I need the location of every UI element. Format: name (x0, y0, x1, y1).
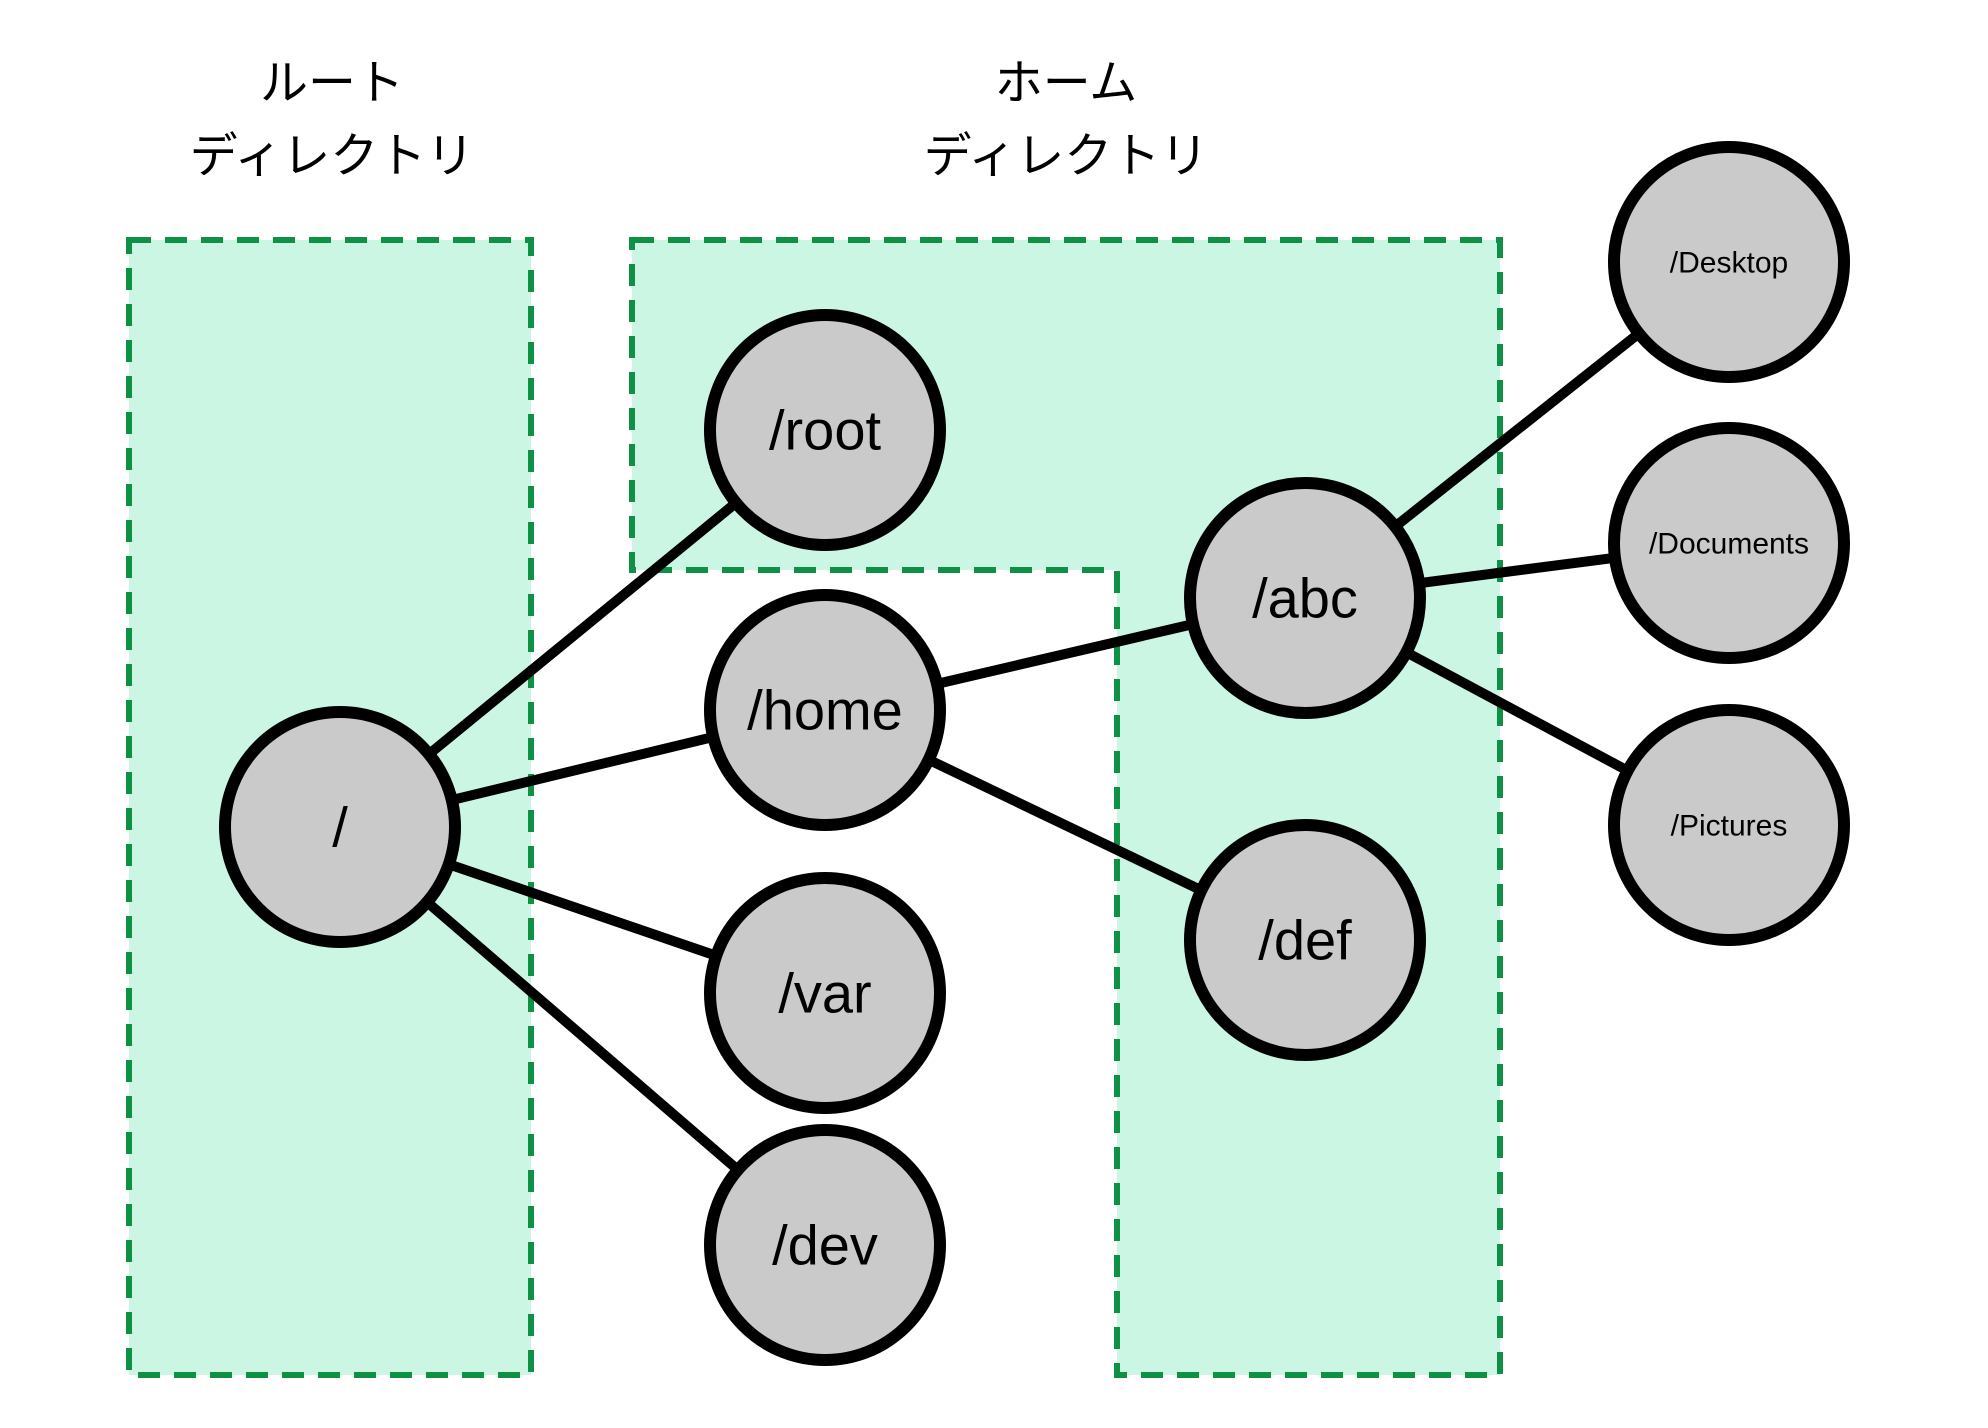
node-label-home: /home (747, 679, 903, 742)
node-labels-layer: / /root/home/var/dev/abc/def/Desktop/Docu… (332, 247, 1809, 1277)
node-label-desktop: /Desktop (1670, 247, 1788, 280)
node-label-dev: /dev (772, 1214, 878, 1277)
node-circle-home (704, 589, 946, 831)
node-circle-documents (1608, 422, 1850, 664)
node-circle-abc (1184, 477, 1426, 719)
node-circle-desktop (1608, 141, 1850, 383)
node-circle-root-home-dir (704, 309, 946, 551)
node-label-def: /def (1258, 909, 1352, 972)
region-label-root-directory-line2: ディレクトリ (190, 130, 475, 183)
node-label-var: /var (778, 962, 871, 1025)
node-circle-root (219, 706, 461, 948)
node-circle-pictures (1608, 704, 1850, 946)
node-label-documents: /Documents (1649, 528, 1809, 561)
node-circle-def (1184, 819, 1426, 1061)
region-label-root-directory-line1: ルート (260, 57, 404, 110)
node-label-pictures: /Pictures (1671, 810, 1788, 843)
node-label-abc: /abc (1252, 567, 1358, 630)
node-circle-dev (704, 1124, 946, 1366)
region-label-home-directory-line2: ディレクトリ (924, 130, 1209, 183)
region-label-home-directory-line1: ホーム (995, 57, 1138, 110)
node-label-root-home-dir: /root (769, 399, 881, 462)
node-circle-var (704, 872, 946, 1114)
node-label-root: / (332, 796, 348, 859)
nodes-layer (219, 141, 1850, 1366)
